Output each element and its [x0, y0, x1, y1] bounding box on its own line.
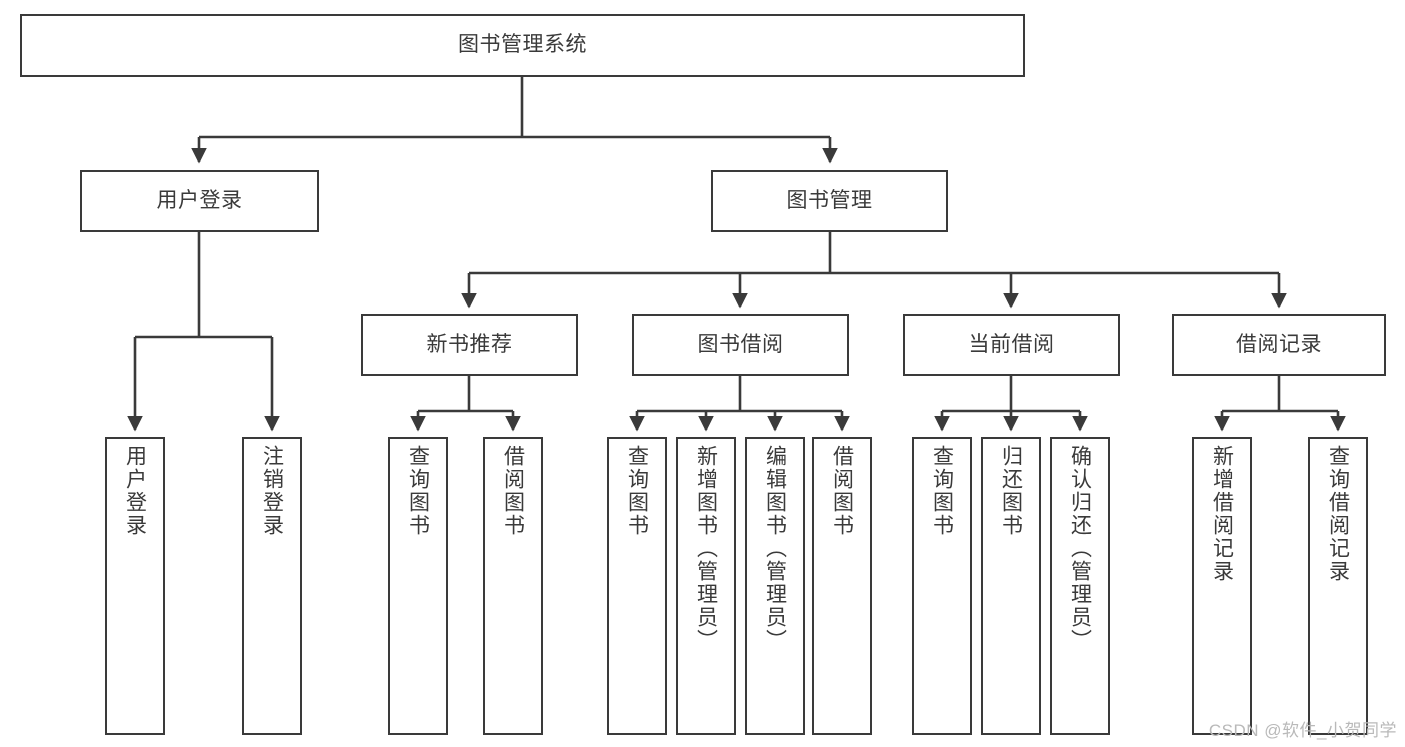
node-leaf-borrow-book-1[interactable]: 借阅图书 [483, 437, 543, 735]
node-leaf-add-book[interactable]: 新增图书（管理员） [676, 437, 736, 735]
node-leaf-query-book-2[interactable]: 查询图书 [607, 437, 667, 735]
node-root-label: 图书管理系统 [458, 33, 587, 57]
node-leaf-query-borrow-record-label: 查询借阅记录 [1326, 445, 1350, 583]
node-leaf-query-borrow-record[interactable]: 查询借阅记录 [1308, 437, 1368, 735]
node-book-manage-label: 图书管理 [786, 188, 873, 212]
csdn-watermark: CSDN @软件_小贺同学 [1208, 721, 1397, 740]
node-leaf-logout-login[interactable]: 注销登录 [242, 437, 302, 735]
node-leaf-query-book-3[interactable]: 查询图书 [912, 437, 972, 735]
node-leaf-user-login[interactable]: 用户登录 [105, 437, 165, 735]
node-leaf-query-book-1[interactable]: 查询图书 [388, 437, 448, 735]
node-leaf-query-book-3-label: 查询图书 [930, 445, 954, 537]
node-leaf-borrow-book-1-label: 借阅图书 [501, 445, 525, 537]
node-leaf-confirm-return[interactable]: 确认归还（管理员） [1050, 437, 1110, 735]
node-leaf-add-borrow-record-label: 新增借阅记录 [1210, 445, 1234, 583]
node-leaf-add-borrow-record[interactable]: 新增借阅记录 [1192, 437, 1252, 735]
node-book-manage[interactable]: 图书管理 [711, 170, 948, 232]
node-borrow-record[interactable]: 借阅记录 [1172, 314, 1386, 376]
node-borrow-record-label: 借阅记录 [1236, 332, 1322, 356]
node-leaf-borrow-book-2[interactable]: 借阅图书 [812, 437, 872, 735]
node-leaf-logout-login-label: 注销登录 [260, 445, 284, 537]
node-root[interactable]: 图书管理系统 [20, 14, 1025, 77]
node-current-borrow-label: 当前借阅 [968, 332, 1055, 356]
node-new-book-recommend-label: 新书推荐 [426, 332, 513, 356]
node-leaf-borrow-book-2-label: 借阅图书 [830, 445, 854, 537]
node-user-login[interactable]: 用户登录 [80, 170, 319, 232]
node-user-login-label: 用户登录 [156, 188, 243, 212]
node-leaf-return-book[interactable]: 归还图书 [981, 437, 1041, 735]
node-new-book-recommend[interactable]: 新书推荐 [361, 314, 578, 376]
node-leaf-edit-book[interactable]: 编辑图书（管理员） [745, 437, 805, 735]
node-book-borrow[interactable]: 图书借阅 [632, 314, 849, 376]
node-leaf-query-book-2-label: 查询图书 [625, 445, 649, 537]
node-leaf-edit-book-label: 编辑图书（管理员） [763, 445, 787, 652]
node-leaf-add-book-label: 新增图书（管理员） [694, 445, 718, 652]
node-current-borrow[interactable]: 当前借阅 [903, 314, 1120, 376]
node-book-borrow-label: 图书借阅 [697, 332, 784, 356]
node-leaf-confirm-return-label: 确认归还（管理员） [1068, 445, 1092, 652]
node-leaf-query-book-1-label: 查询图书 [406, 445, 430, 537]
node-leaf-user-login-label: 用户登录 [123, 445, 147, 537]
node-leaf-return-book-label: 归还图书 [999, 445, 1023, 537]
